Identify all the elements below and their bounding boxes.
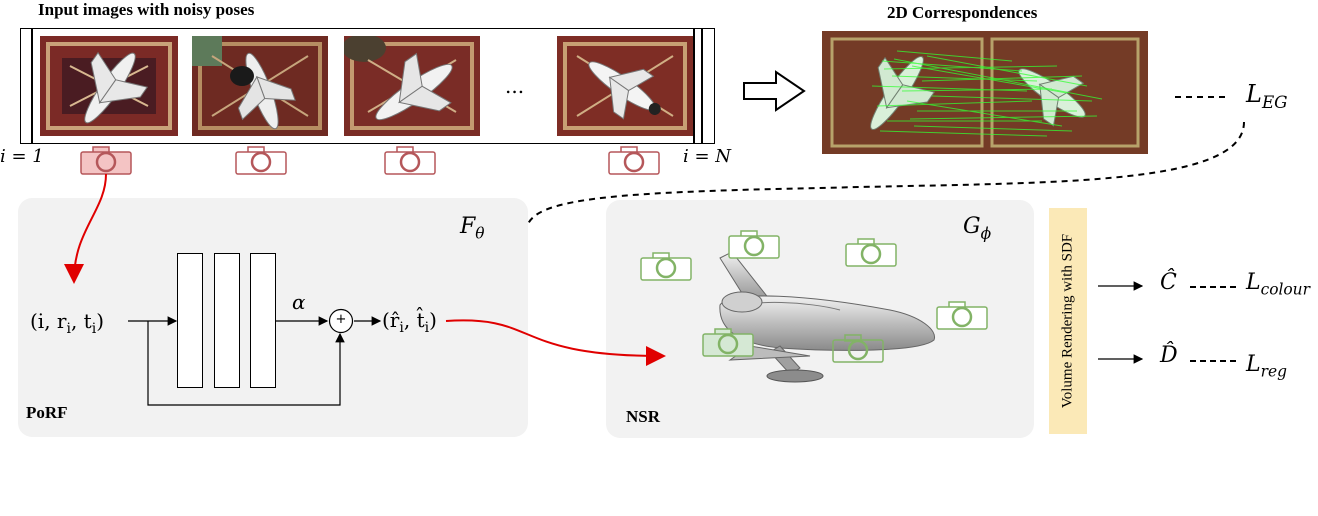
leg-dashed-line <box>1175 96 1225 98</box>
correspondence-image <box>822 31 1148 154</box>
mlp-layer-3 <box>250 253 276 388</box>
plus-sign: + <box>335 312 347 327</box>
red-arrows <box>64 173 666 366</box>
porf-output: (r̂i, t̂i) <box>382 308 437 336</box>
input-image-1 <box>40 36 178 136</box>
strip-divider-left <box>31 29 33 143</box>
mlp-layer-2 <box>214 253 240 388</box>
plus-circle-icon <box>328 308 354 334</box>
porf-input: (i, ri, ti) <box>30 309 105 337</box>
input-images-title: Input images with noisy poses <box>38 0 255 19</box>
mlp-layer-1 <box>177 253 203 388</box>
loss-colour: Lcolour <box>1246 270 1310 299</box>
porf-connections <box>128 316 382 406</box>
nsr-label: NSR <box>626 407 661 426</box>
shuttle-model <box>719 251 936 383</box>
volume-rendering-label: Volume Rendering with SDF <box>1059 233 1076 409</box>
correspondences-title: 2D Correspondences <box>887 3 1038 22</box>
hollow-arrow-icon <box>743 70 806 112</box>
reg-dashed-line <box>1190 360 1236 362</box>
camera-icon <box>80 146 132 175</box>
porf-label: PoRF <box>26 403 68 422</box>
c-hat-output: Ĉ <box>1160 270 1177 295</box>
camera-icon <box>936 301 988 330</box>
input-image-2 <box>192 36 328 136</box>
loss-reg: Lreg <box>1246 352 1287 381</box>
strip-divider-right-1 <box>693 29 695 143</box>
input-image-n <box>557 36 693 136</box>
d-hat-output: D̂ <box>1160 343 1178 368</box>
camera-icon <box>702 328 754 357</box>
alpha-label: α <box>292 290 306 314</box>
index-last-label: i = N <box>683 146 732 167</box>
volume-rendering-box: Volume Rendering with SDF <box>1049 208 1087 434</box>
index-first-label: i = 1 <box>0 146 44 167</box>
colour-dashed-line <box>1190 286 1236 288</box>
camera-icon <box>845 238 897 267</box>
g-phi-label: Gϕ <box>963 214 992 243</box>
ellipsis: ... <box>505 74 525 98</box>
f-theta-label: Fθ <box>460 214 485 243</box>
output-arrows <box>1098 281 1144 364</box>
camera-icon <box>640 252 692 281</box>
camera-icon <box>235 146 287 175</box>
camera-icon <box>608 146 660 175</box>
camera-icon <box>384 146 436 175</box>
camera-icon <box>832 334 884 363</box>
input-image-3 <box>344 36 480 136</box>
leg-to-porf-curve <box>527 121 1245 225</box>
strip-divider-right-2 <box>701 29 703 143</box>
camera-icon <box>728 230 780 259</box>
loss-eg: LEG <box>1246 80 1288 112</box>
